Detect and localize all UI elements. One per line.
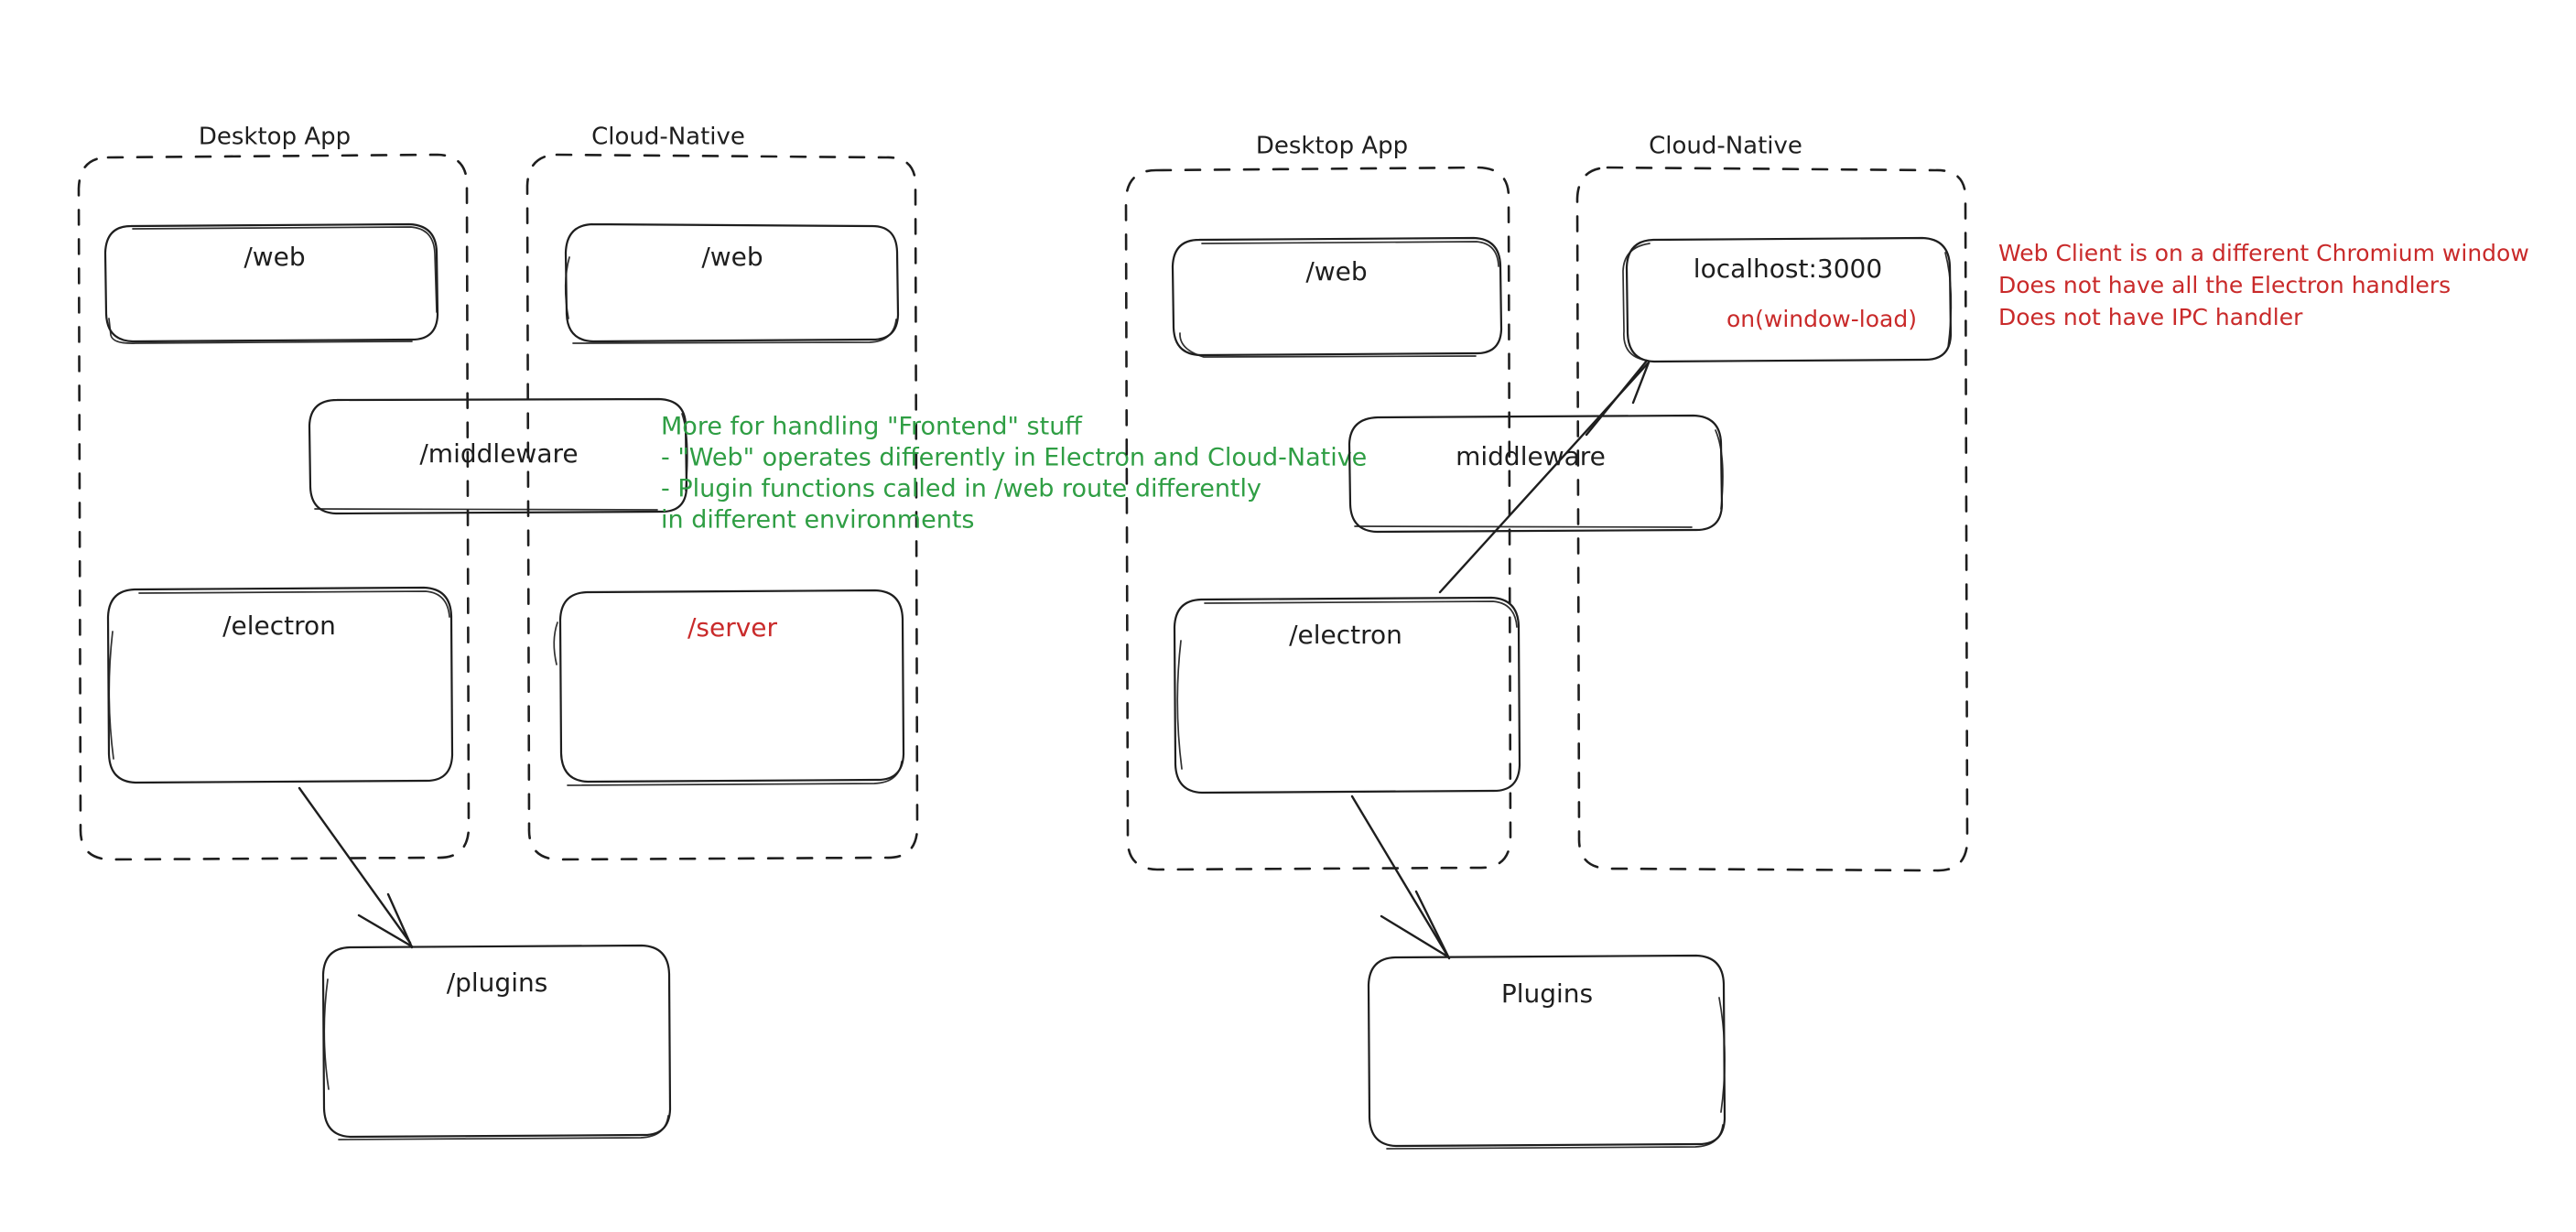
red-note-line-2: Does not have all the Electron handlers: [1998, 272, 2451, 298]
node-left-electron[interactable]: /electron: [106, 586, 454, 784]
node-label-left-web-desktop: /web: [244, 242, 305, 272]
annotation-green-note: More for handling "Frontend" stuff - "We…: [661, 413, 1367, 535]
node-sublabel-right-localhost-onwindowload: on(window-load): [1726, 306, 1917, 332]
node-left-server[interactable]: /server: [553, 589, 905, 786]
right-diagram: Desktop App Cloud-Native /web localhost:…: [1124, 133, 1969, 1150]
group-boundary-right-desktop-app: [1124, 166, 1512, 871]
arrow-right-electron-to-localhost: [1438, 359, 1651, 594]
group-title-left-cloud-native: Cloud-Native: [591, 124, 745, 151]
red-note-line-1: Web Client is on a different Chromium wi…: [1998, 240, 2529, 266]
group-title-left-desktop-app: Desktop App: [199, 124, 351, 151]
group-title-right-desktop-app: Desktop App: [1256, 133, 1408, 160]
node-label-right-middleware: middleware: [1456, 441, 1606, 471]
green-note-line-2: - "Web" operates differently in Electron…: [661, 444, 1367, 472]
node-label-right-web: /web: [1305, 256, 1367, 286]
node-label-right-plugins: Plugins: [1501, 978, 1593, 1009]
node-left-middleware[interactable]: /middleware: [308, 397, 688, 515]
red-note-line-3: Does not have IPC handler: [1998, 304, 2303, 330]
node-label-left-middleware: /middleware: [419, 438, 578, 469]
node-right-plugins[interactable]: Plugins: [1367, 954, 1726, 1150]
green-note-line-1: More for handling "Frontend" stuff: [661, 413, 1083, 441]
node-left-web-desktop[interactable]: /web: [103, 222, 439, 344]
node-label-right-localhost: localhost:3000: [1694, 254, 1882, 284]
green-note-line-4: in different environments: [661, 506, 974, 535]
group-boundary-left-desktop-app: [77, 153, 471, 861]
green-note-line-3: - Plugin functions called in /web route …: [661, 475, 1261, 503]
left-diagram: Desktop App Cloud-Native /web /web /midd…: [77, 124, 919, 1140]
annotation-red-note: Web Client is on a different Chromium wi…: [1998, 240, 2529, 330]
node-right-localhost[interactable]: localhost:3000 on(window-load): [1622, 236, 1953, 363]
node-left-web-cloud[interactable]: /web: [564, 222, 900, 344]
group-boundary-right-cloud-native: [1575, 166, 1969, 872]
node-right-electron[interactable]: /electron: [1173, 596, 1521, 794]
node-right-middleware[interactable]: middleware: [1348, 414, 1724, 534]
node-right-web[interactable]: /web: [1171, 236, 1503, 358]
node-label-left-plugins: /plugins: [447, 967, 548, 998]
node-left-plugins[interactable]: /plugins: [321, 944, 672, 1140]
node-label-right-electron: /electron: [1289, 620, 1402, 650]
node-label-left-electron: /electron: [222, 611, 336, 641]
group-boundary-left-cloud-native: [525, 153, 919, 861]
arrow-right-electron-to-plugins: [1350, 794, 1451, 960]
node-label-left-server: /server: [687, 612, 778, 643]
node-label-left-web-cloud: /web: [701, 242, 763, 272]
group-title-right-cloud-native: Cloud-Native: [1649, 133, 1802, 160]
arrow-left-electron-to-plugins: [298, 786, 414, 949]
